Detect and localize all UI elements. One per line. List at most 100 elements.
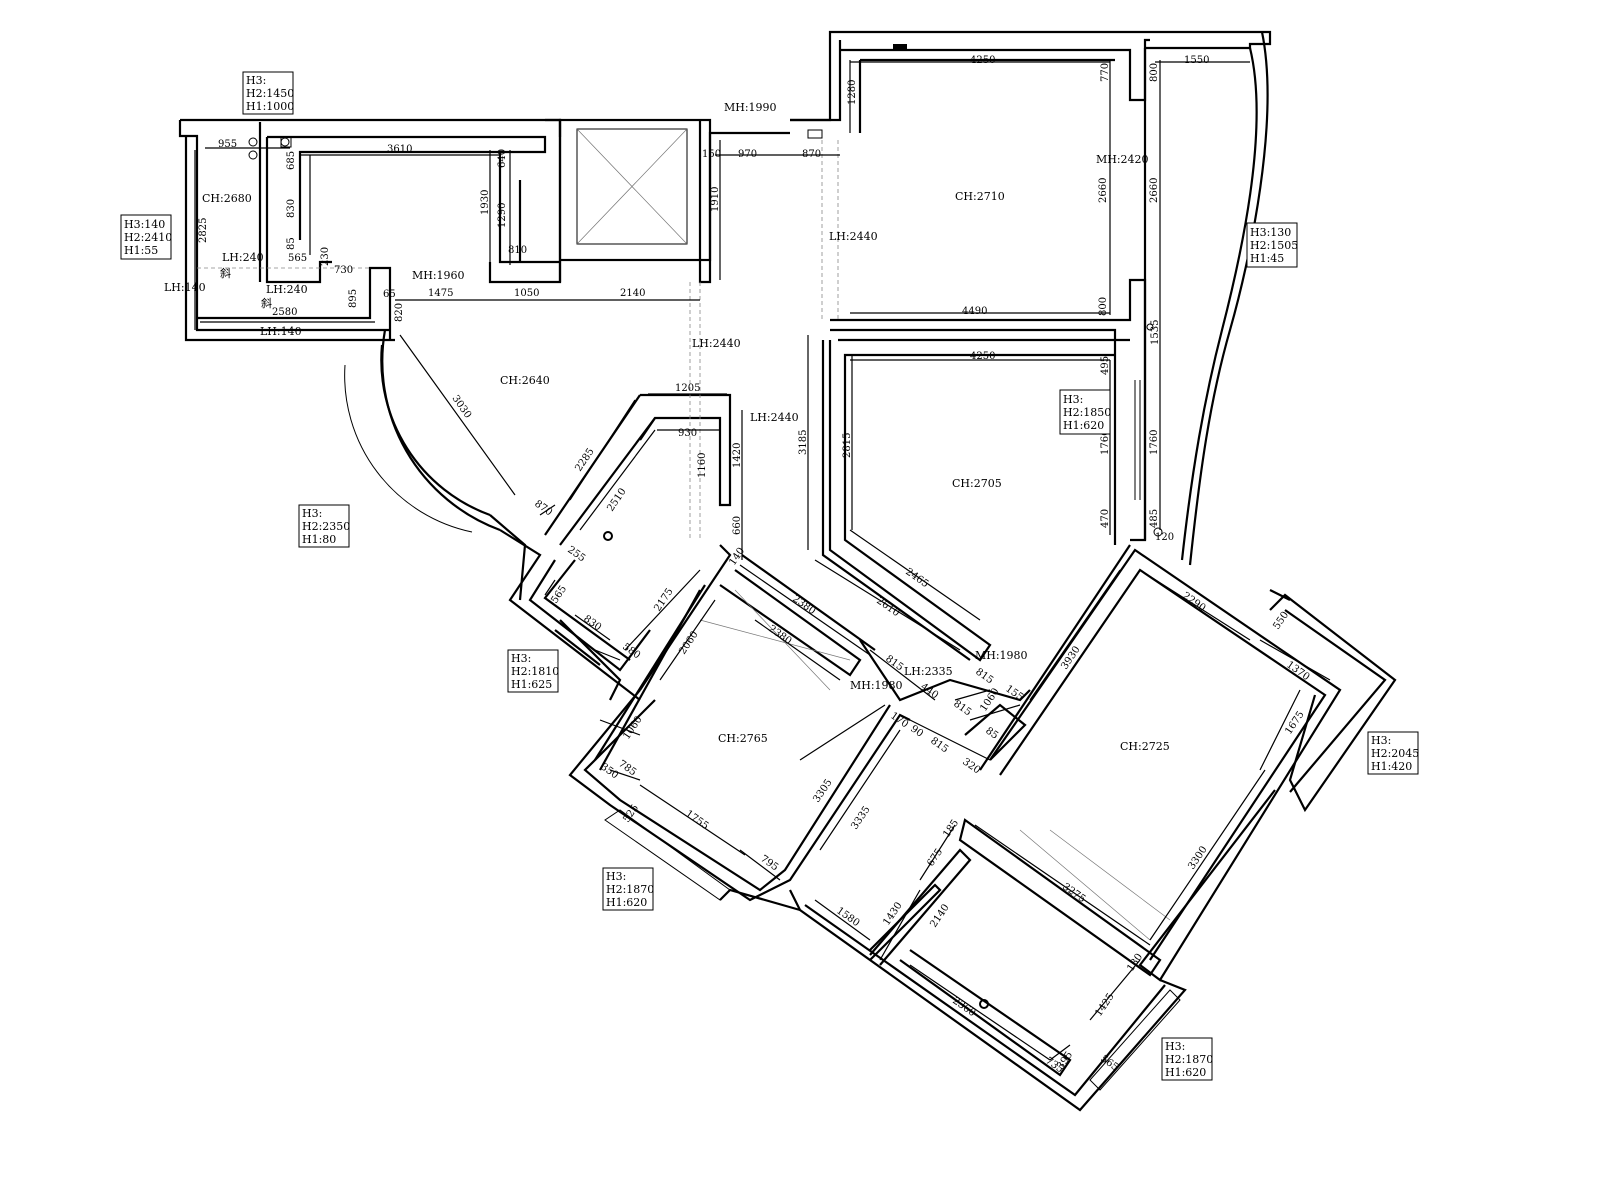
dim-label: 155 xyxy=(1003,683,1025,703)
dim-label: 800 xyxy=(1098,297,1109,316)
lh-label: LH:2335 xyxy=(904,665,953,678)
svg-text:H3:: H3: xyxy=(511,652,531,665)
svg-text:H1:45: H1:45 xyxy=(1250,252,1284,265)
svg-text:H3:: H3: xyxy=(302,507,322,520)
svg-text:H3:130: H3:130 xyxy=(1250,226,1291,239)
svg-text:H1:625: H1:625 xyxy=(511,678,552,691)
lh-label: LH:2440 xyxy=(692,337,741,350)
svg-text:H2:1450: H2:1450 xyxy=(246,87,294,100)
height-labels: MH:1990 MH:1960 MH:2420 MH:1980 MH:1980 … xyxy=(164,101,1149,692)
dim-label: 3335 xyxy=(849,804,872,831)
svg-text:H3:: H3: xyxy=(1063,393,1083,406)
dim-label: 85 xyxy=(983,725,1000,741)
room-ch-2705: CH:2705 xyxy=(952,477,1002,490)
dim-label: 2660 xyxy=(1098,178,1109,203)
room-labels: CH:2680 CH:2640 CH:2710 CH:2705 CH:2765 … xyxy=(202,190,1170,753)
dim-label: 1290 xyxy=(497,203,508,228)
dim-label: 2660 xyxy=(1149,178,1160,203)
dim-label: 1550 xyxy=(1184,55,1209,66)
dim-label: 4250 xyxy=(970,351,995,362)
dim-label: 4490 xyxy=(962,306,987,317)
dim-label: 795 xyxy=(758,853,780,873)
dim-label: 770 xyxy=(1100,63,1111,82)
mh-label: MH:1980 xyxy=(975,649,1028,662)
dim-label: 1760 xyxy=(1149,430,1160,455)
mh-label: MH:2420 xyxy=(1096,153,1149,166)
dim-label: 685 xyxy=(286,151,297,170)
svg-text:H2:1850: H2:1850 xyxy=(1063,406,1111,419)
svg-text:H3:: H3: xyxy=(246,74,266,87)
svg-text:H2:1870: H2:1870 xyxy=(606,883,654,896)
dim-label: 2465 xyxy=(903,566,930,590)
window-tag: H3: H2:1850 H1:620 xyxy=(1059,389,1111,435)
svg-text:H3:: H3: xyxy=(606,870,626,883)
dim-label: 1280 xyxy=(847,80,858,105)
svg-text:H2:1870: H2:1870 xyxy=(1165,1053,1213,1066)
dimension-lines xyxy=(194,60,1331,1061)
dim-label: 660 xyxy=(732,516,743,535)
dim-label: 1160 xyxy=(697,453,708,478)
dim-label: 810 xyxy=(508,245,527,256)
dim-label: 85 xyxy=(286,237,297,250)
dim-label: 2815 xyxy=(842,433,853,458)
dim-label: 1930 xyxy=(480,190,491,215)
dim-label: 2825 xyxy=(198,218,209,243)
dim-label: 640 xyxy=(497,149,508,168)
window-tag: H3: H2:1870 H1:620 xyxy=(1161,1037,1213,1081)
svg-text:H3:140: H3:140 xyxy=(124,218,165,231)
mh-label: MH:1980 xyxy=(850,679,903,692)
svg-text:H1:620: H1:620 xyxy=(1063,419,1104,432)
lh-label: LH:140 xyxy=(260,325,302,338)
dim-label: 870 xyxy=(532,498,554,518)
dim-label: 470 xyxy=(1100,509,1111,528)
window-tag: H3: H2:1810 H1:625 xyxy=(507,649,559,693)
dim-label: 1370 xyxy=(1284,659,1311,683)
dim-label: 320 xyxy=(960,756,982,776)
dim-label: 1425 xyxy=(1093,991,1116,1018)
dim-label: 1205 xyxy=(675,383,700,394)
window-height-tags: H3: H2:1450 H1:1000 H3:140 H2:2410 H1:55… xyxy=(120,71,1419,1081)
room-ch-2765: CH:2765 xyxy=(718,732,768,745)
dim-label: 1060 xyxy=(621,714,644,741)
svg-text:H2:1505: H2:1505 xyxy=(1250,239,1298,252)
walls xyxy=(178,30,1397,1112)
dim-label: 4250 xyxy=(970,55,995,66)
svg-text:H2:2045: H2:2045 xyxy=(1371,747,1419,760)
dim-label: 1535 xyxy=(1150,320,1161,345)
dim-label: 2140 xyxy=(928,902,951,929)
dim-label: 1910 xyxy=(710,187,721,212)
dim-label: 1755 xyxy=(683,808,710,832)
dim-label: 2290 xyxy=(1180,590,1207,614)
svg-text:H1:620: H1:620 xyxy=(606,896,647,909)
dim-label: 800 xyxy=(1149,63,1160,82)
dim-label: 485 xyxy=(1149,509,1160,528)
dim-label: 870 xyxy=(802,149,821,160)
lh-label: LH:140 xyxy=(164,281,206,294)
svg-text:H1:80: H1:80 xyxy=(302,533,336,546)
dim-label: 2580 xyxy=(272,307,297,318)
dim-label: 2060 xyxy=(677,629,700,656)
dim-label: 955 xyxy=(218,139,237,150)
dim-label: 815 xyxy=(883,653,905,673)
dim-label: 2140 xyxy=(620,288,645,299)
slant-mark: 斜 xyxy=(261,297,272,310)
dim-label: 730 xyxy=(334,265,353,276)
dim-label: 65 xyxy=(383,289,396,300)
dim-label: 3300 xyxy=(1186,844,1209,871)
dim-label: 830 xyxy=(581,613,603,633)
dim-label: 3610 xyxy=(387,144,412,155)
dim-label: 255 xyxy=(565,544,587,564)
dim-label: 350 xyxy=(598,761,620,781)
dim-label: 930 xyxy=(678,428,697,439)
dim-label: 1420 xyxy=(732,443,743,468)
window-tag: H3:130 H2:1505 H1:45 xyxy=(1246,222,1298,268)
dim-label: 120 xyxy=(1155,532,1174,543)
dim-label: 970 xyxy=(738,149,757,160)
lh-label: LH:240 xyxy=(222,251,264,264)
room-ch-2725: CH:2725 xyxy=(1120,740,1170,753)
dim-label: 230 xyxy=(320,247,331,266)
dim-label: 185 xyxy=(941,818,961,840)
dim-label: 3030 xyxy=(450,393,474,420)
dim-label: 1475 xyxy=(428,288,453,299)
dim-label: 820 xyxy=(394,303,405,322)
